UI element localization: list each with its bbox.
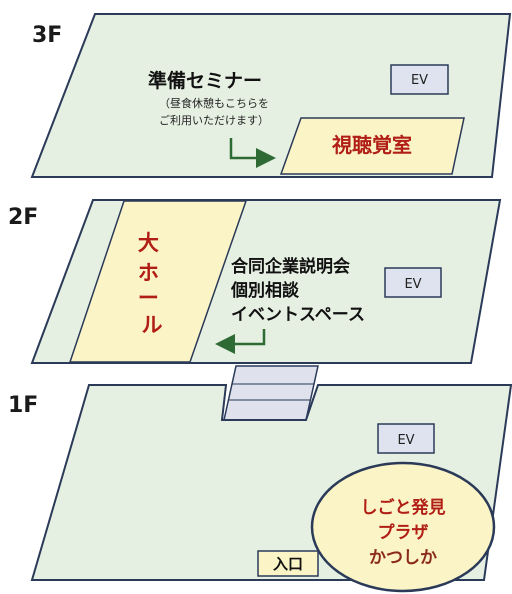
floor-3f-label: 3F (32, 23, 62, 48)
ev-3f-label: EV (411, 73, 428, 88)
plaza-line-2: プラザ (378, 522, 429, 543)
ev-2f-label: EV (404, 277, 421, 292)
entrance-box (257, 550, 319, 577)
av-room-label: 視聴覚室 (331, 133, 412, 157)
entrance-label: 入口 (273, 555, 303, 573)
arrow-to-av-room (229, 138, 276, 168)
plaza-area (310, 461, 496, 593)
av-room (279, 117, 465, 175)
floor-2f-label: 2F (8, 205, 38, 230)
main-hall-label: 大 ホ ー ル (138, 231, 166, 337)
event-line-3: イベントスペース (231, 305, 365, 325)
ev-2f-box (384, 267, 442, 298)
event-line-2: 個別相談 (230, 280, 300, 301)
arrow-to-main-hall (215, 329, 266, 354)
ev-3f-box (390, 64, 449, 95)
ev-1f-label: EV (397, 433, 414, 448)
seminar-note-line-2: ご利用いただけます） (159, 113, 269, 127)
main-hall (68, 200, 248, 363)
event-line-1: 合同企業説明会 (231, 256, 350, 277)
seminar-label: 準備セミナー (148, 69, 262, 92)
stairs (223, 365, 319, 421)
seminar-note-line-1: （昼食休憩もこちらを (159, 96, 269, 110)
plaza-line-3: かつしか (369, 548, 437, 568)
plaza-line-1: しごと発見 (361, 497, 446, 518)
ev-1f-box (377, 423, 435, 454)
floor-1f-label: 1F (8, 393, 38, 418)
